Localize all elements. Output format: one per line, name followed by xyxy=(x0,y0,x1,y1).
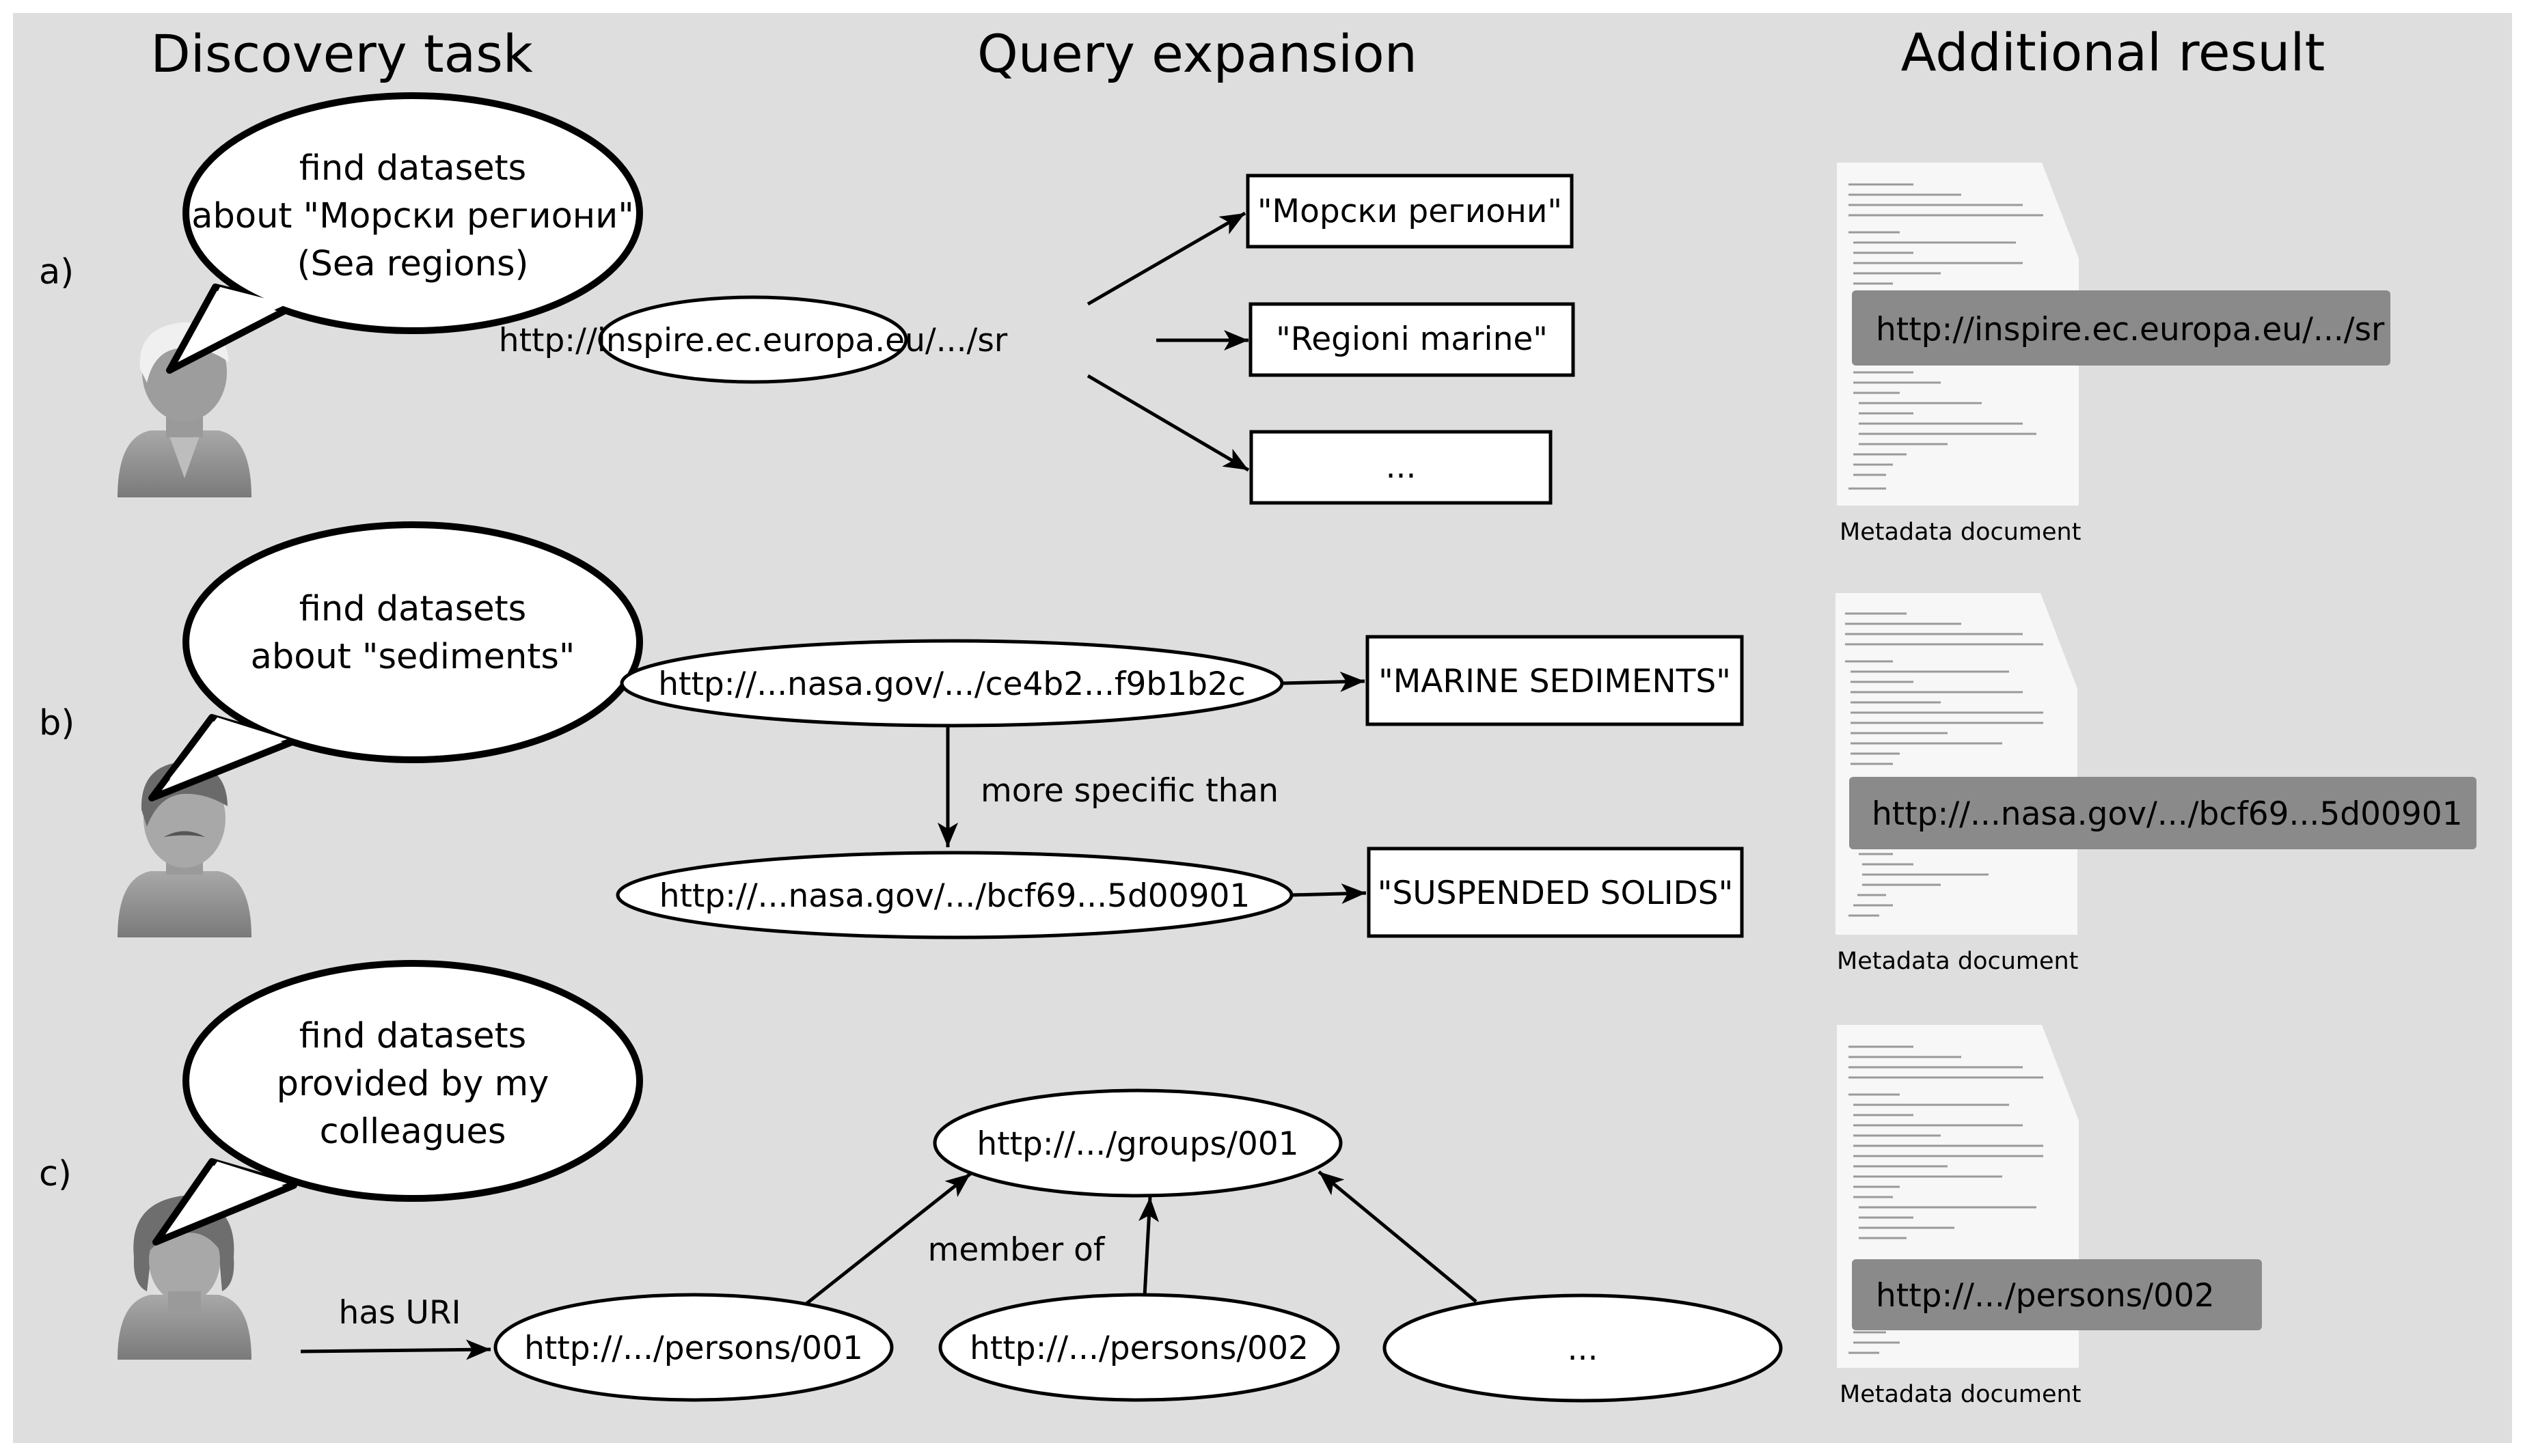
user-avatar-b xyxy=(118,762,251,937)
header-query-expansion: Query expansion xyxy=(977,23,1417,84)
result-uri-b: http://...nasa.gov/.../bcf69...5d00901 xyxy=(1872,795,2463,833)
bubble-c-line-3: colleagues xyxy=(320,1112,506,1152)
edge-a-term-1 xyxy=(1087,211,1246,306)
person-node-1-label: http://.../persons/001 xyxy=(524,1330,863,1367)
term-b-bottom: "SUSPENDED SOLIDS" xyxy=(1378,875,1733,912)
bubble-b-line-1: find datasets xyxy=(299,589,526,629)
term-a-2: "Regioni marine" xyxy=(1276,320,1548,358)
row-label-b: b) xyxy=(39,703,74,743)
term-box-b-top xyxy=(1365,635,1744,726)
header-discovery-task: Discovery task xyxy=(150,23,533,84)
group-node xyxy=(933,1088,1343,1198)
bubble-a-line-3: (Sea regions) xyxy=(297,244,529,284)
edge-b-term-bottom xyxy=(1291,883,1367,904)
result-uri-a: http://inspire.ec.europa.eu/.../sr xyxy=(1876,311,2385,348)
person-node-2-label: http://.../persons/002 xyxy=(970,1330,1309,1367)
edge-member-of-1 xyxy=(805,1172,972,1305)
speech-bubble-b xyxy=(148,521,643,801)
term-box-a-3 xyxy=(1249,430,1553,505)
result-caption-b: Metadata document xyxy=(1837,948,2078,975)
uri-node-b-bottom-label: http://...nasa.gov/.../bcf69...5d00901 xyxy=(659,877,1251,915)
edge-member-of-3 xyxy=(1318,1170,1477,1303)
edge-b-term-top xyxy=(1281,671,1365,692)
uri-node-b-top-label: http://...nasa.gov/.../ce4b2...f9b1b2c xyxy=(658,665,1246,703)
user-avatar-a xyxy=(118,322,251,497)
term-box-a-2 xyxy=(1248,302,1575,377)
term-a-3: ... xyxy=(1386,448,1417,486)
header-additional-result: Additional result xyxy=(1901,22,2325,83)
term-b-top: "MARINE SEDIMENTS" xyxy=(1378,663,1731,700)
speech-bubble-c xyxy=(152,960,643,1246)
bubble-c-line-2: provided by my xyxy=(277,1064,549,1104)
result-caption-a: Metadata document xyxy=(1840,519,2081,546)
term-a-1: "Морски региони" xyxy=(1257,193,1562,230)
uri-node-a xyxy=(598,295,908,384)
edge-has-uri xyxy=(300,1339,491,1360)
speech-bubble-a xyxy=(166,92,643,374)
relation-b-label: more specific than xyxy=(981,772,1279,810)
member-of-label: member of xyxy=(928,1231,1106,1269)
result-caption-c: Metadata document xyxy=(1840,1381,2081,1408)
bubble-a-line-2: about "Морски региони" xyxy=(191,196,633,236)
group-node-label: http://.../groups/001 xyxy=(977,1125,1298,1163)
result-uri-badge-a xyxy=(1852,290,2390,366)
result-uri-badge-b xyxy=(1849,777,2476,849)
metadata-document-b xyxy=(1835,593,2077,935)
term-box-b-bottom xyxy=(1367,847,1744,938)
has-uri-label: has URI xyxy=(339,1294,461,1332)
result-uri-badge-c xyxy=(1852,1259,2262,1330)
person-node-1 xyxy=(493,1293,894,1402)
person-node-3 xyxy=(1382,1293,1783,1403)
person-node-2 xyxy=(938,1293,1340,1402)
row-label-c: c) xyxy=(39,1154,72,1194)
bubble-a-line-1: find datasets xyxy=(299,148,526,189)
edge-member-of-2 xyxy=(1138,1196,1159,1297)
term-box-a-1 xyxy=(1246,174,1574,249)
result-uri-c: http://.../persons/002 xyxy=(1876,1277,2215,1315)
row-label-a: a) xyxy=(39,252,74,292)
bubble-b-line-2: about "sediments" xyxy=(251,637,575,677)
bubble-c-line-1: find datasets xyxy=(299,1016,526,1056)
uri-node-a-label: http://inspire.ec.europa.eu/.../sr xyxy=(499,322,1008,359)
edge-a-term-3 xyxy=(1087,374,1250,472)
person-node-3-label: ... xyxy=(1568,1330,1598,1368)
